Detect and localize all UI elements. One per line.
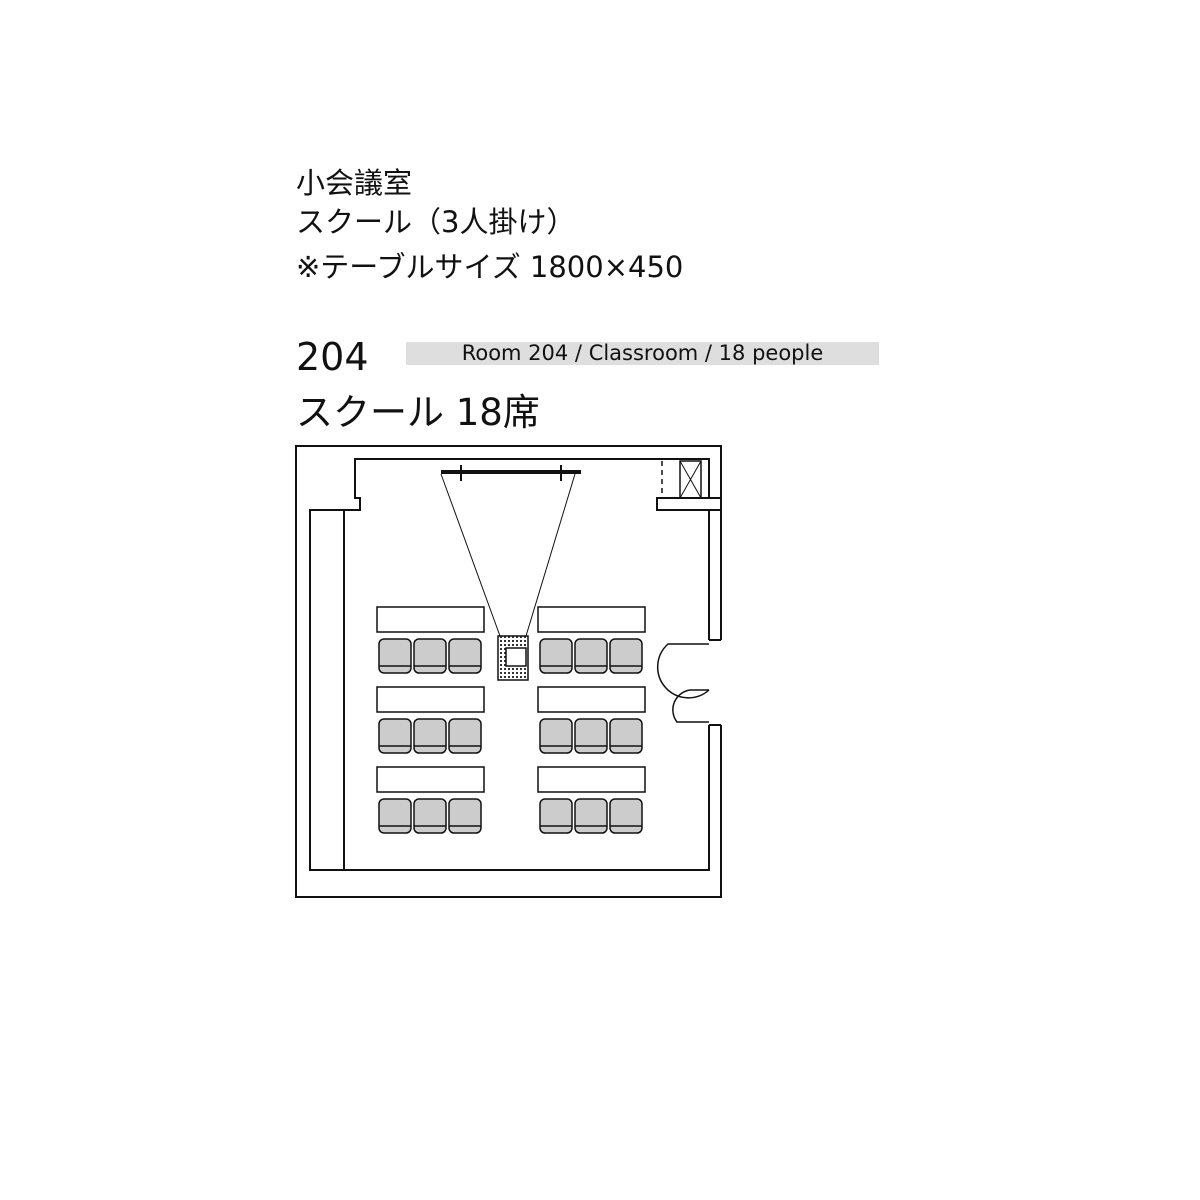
- chair: [413, 718, 447, 754]
- chair: [539, 638, 573, 674]
- desk: [376, 766, 485, 793]
- chair: [609, 638, 643, 674]
- inner-wall: [343, 458, 710, 871]
- room-name: 小会議室: [296, 166, 413, 200]
- chair: [413, 798, 447, 834]
- projection-screen: [440, 465, 581, 637]
- room-caption: Room 204 / Classroom / 18 people: [406, 342, 879, 365]
- chair: [574, 718, 608, 754]
- left-pillar: [309, 509, 344, 871]
- chair: [378, 718, 412, 754]
- chair: [609, 718, 643, 754]
- chair: [574, 798, 608, 834]
- table-size-note: ※テーブルサイズ 1800×450: [296, 250, 684, 284]
- desk: [537, 686, 646, 713]
- chair: [448, 638, 482, 674]
- door-jamb: [709, 639, 721, 726]
- cabinet: [661, 460, 702, 499]
- desk-group: [376, 606, 646, 834]
- chair: [539, 718, 573, 754]
- desk: [376, 606, 485, 633]
- chair: [539, 798, 573, 834]
- right-pillar: [709, 497, 721, 511]
- chair: [609, 798, 643, 834]
- room-number: 204: [296, 335, 369, 379]
- chair: [574, 638, 608, 674]
- chair: [448, 718, 482, 754]
- door: [656, 643, 710, 723]
- chair: [413, 638, 447, 674]
- chair: [378, 798, 412, 834]
- projector: [497, 635, 529, 681]
- desk: [376, 686, 485, 713]
- chair: [378, 638, 412, 674]
- layout-label: スクール 18席: [296, 391, 540, 434]
- layout-description: スクール（3人掛け）: [296, 205, 576, 239]
- chair: [448, 798, 482, 834]
- desk: [537, 766, 646, 793]
- desk: [537, 606, 646, 633]
- outer-wall: [295, 445, 722, 898]
